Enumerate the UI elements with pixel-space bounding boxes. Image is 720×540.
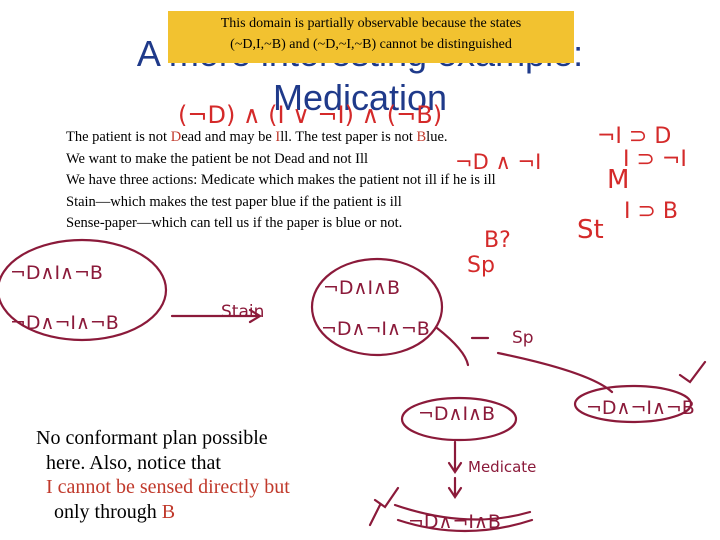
start-state-2: ¬D∧¬I∧¬B — [10, 312, 119, 334]
bullet-item: Sense-paper—which can tell us if the pap… — [66, 215, 403, 231]
start-belief-state — [0, 238, 168, 342]
bullet-item: We have three actions: Medicate which ma… — [66, 172, 496, 188]
sense-query: B? — [484, 228, 511, 253]
conclusion-line-1: No conformant plan possible — [36, 427, 268, 449]
highlight-letter: B — [161, 500, 176, 523]
callout-line-2: (~D,I,~B) and (~D,~I,~B) cannot be disti… — [230, 37, 512, 52]
branch-true-circle — [400, 396, 518, 442]
sense-label: Sp — [512, 328, 534, 348]
bullet-item: The patient is not Dead and may be Ill. … — [66, 127, 496, 149]
after-stain-state-1: ¬D∧I∧B — [323, 277, 400, 299]
branch-false-state: ¬D∧¬I∧¬B — [586, 397, 695, 419]
final-state: ¬D∧¬I∧B — [408, 511, 501, 533]
goal-formula: ¬D ∧ ¬I — [455, 150, 541, 174]
bullet-text: The patient is not — [66, 129, 171, 145]
title-line-2: Medication — [272, 77, 448, 118]
conclusion-text-span: only through — [54, 500, 162, 523]
start-state-1: ¬D∧I∧¬B — [10, 262, 103, 284]
rule-1: ¬I ⊃ D — [597, 124, 671, 149]
conclusion-line-2: here. Also, notice that — [46, 451, 221, 474]
medicate-label: Medicate — [468, 458, 536, 476]
conclusion-text: No conformant plan possible here. Also, … — [36, 426, 290, 524]
branch-left-edge — [435, 326, 470, 367]
goal-check-mark-2 — [373, 486, 400, 509]
highlight-letter: B — [416, 129, 427, 145]
callout-note: This domain is partially observable beca… — [168, 11, 574, 63]
rule-2: I ⊃ ¬I — [623, 147, 687, 172]
callout-line-1: This domain is partially observable beca… — [220, 16, 522, 31]
bullet-list: The patient is not Dead and may be Ill. … — [66, 127, 496, 235]
conclusion-line-4: only through B — [36, 500, 290, 525]
branch-false-circle — [573, 384, 693, 424]
action-stain: St — [577, 215, 604, 245]
action-medicate: M — [607, 165, 629, 195]
initial-formula: (¬D) ∧ (I ∨ ¬I) ∧ (¬B) — [178, 101, 442, 129]
conclusion-line-3: I cannot be sensed directly but — [46, 476, 290, 498]
highlight-letter: D — [170, 129, 182, 145]
bullet-text: ll. The test paper is not — [280, 129, 417, 145]
stain-label: Stain — [221, 302, 264, 322]
after-stain-state-2: ¬D∧¬I∧¬B — [321, 318, 430, 340]
rule-3: I ⊃ B — [624, 199, 678, 224]
bullet-item: Stain—which makes the test paper blue if… — [66, 193, 402, 210]
after-stain-belief-state — [310, 257, 444, 357]
bullet-item: We want to make the patient be not Dead … — [66, 150, 369, 167]
branch-true-state: ¬D∧I∧B — [418, 403, 495, 425]
branch-right-edge — [496, 351, 614, 394]
bullet-text: lue. — [426, 129, 448, 145]
action-sense: Sp — [467, 253, 495, 278]
bullet-text: ead and may be — [181, 129, 276, 145]
goal-check-mark-1 — [678, 360, 707, 384]
highlight-letter: I — [275, 129, 281, 145]
